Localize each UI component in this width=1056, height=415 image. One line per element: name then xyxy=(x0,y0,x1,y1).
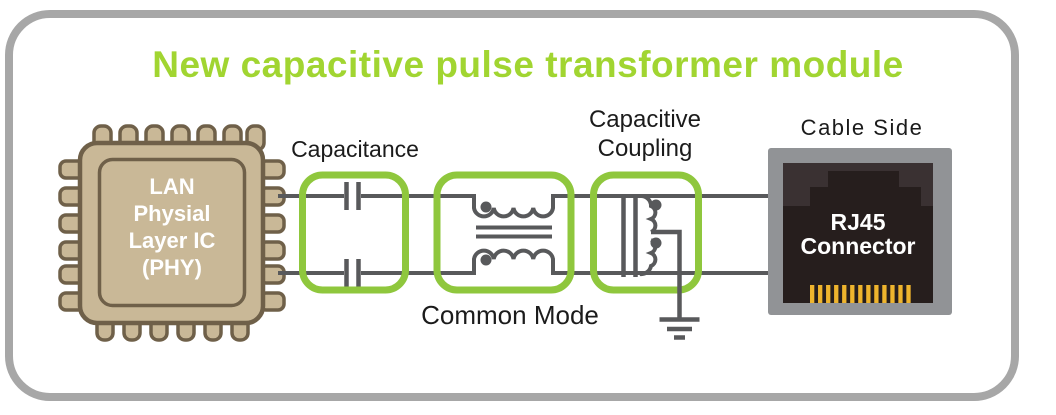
rj45-connector-label: RJ45 Connector xyxy=(800,209,916,259)
capacitor-symbols xyxy=(344,182,361,287)
capacitance-box xyxy=(299,171,409,294)
common-mode-label: Common Mode xyxy=(421,300,599,330)
coupling-box xyxy=(590,171,702,294)
ground-symbol xyxy=(651,229,700,340)
diagram-title: New capacitive pulse transformer module xyxy=(152,44,904,85)
common-mode-choke-icon xyxy=(476,201,552,266)
common-mode-box xyxy=(433,171,575,294)
rj45-connector-icon xyxy=(768,148,952,315)
capacitive-coupling-icon xyxy=(621,193,662,277)
capacitive-coupling-label: Capacitive Coupling xyxy=(588,106,702,162)
capacitance-label: Capacitance xyxy=(291,136,419,162)
phy-chip-label: LAN Physial Layer IC (PHY) xyxy=(128,174,216,280)
phy-chip-icon xyxy=(58,124,286,342)
highlight-boxes xyxy=(299,171,702,294)
signal-wires xyxy=(278,194,768,275)
cable-side-label: Cable Side xyxy=(800,115,924,140)
